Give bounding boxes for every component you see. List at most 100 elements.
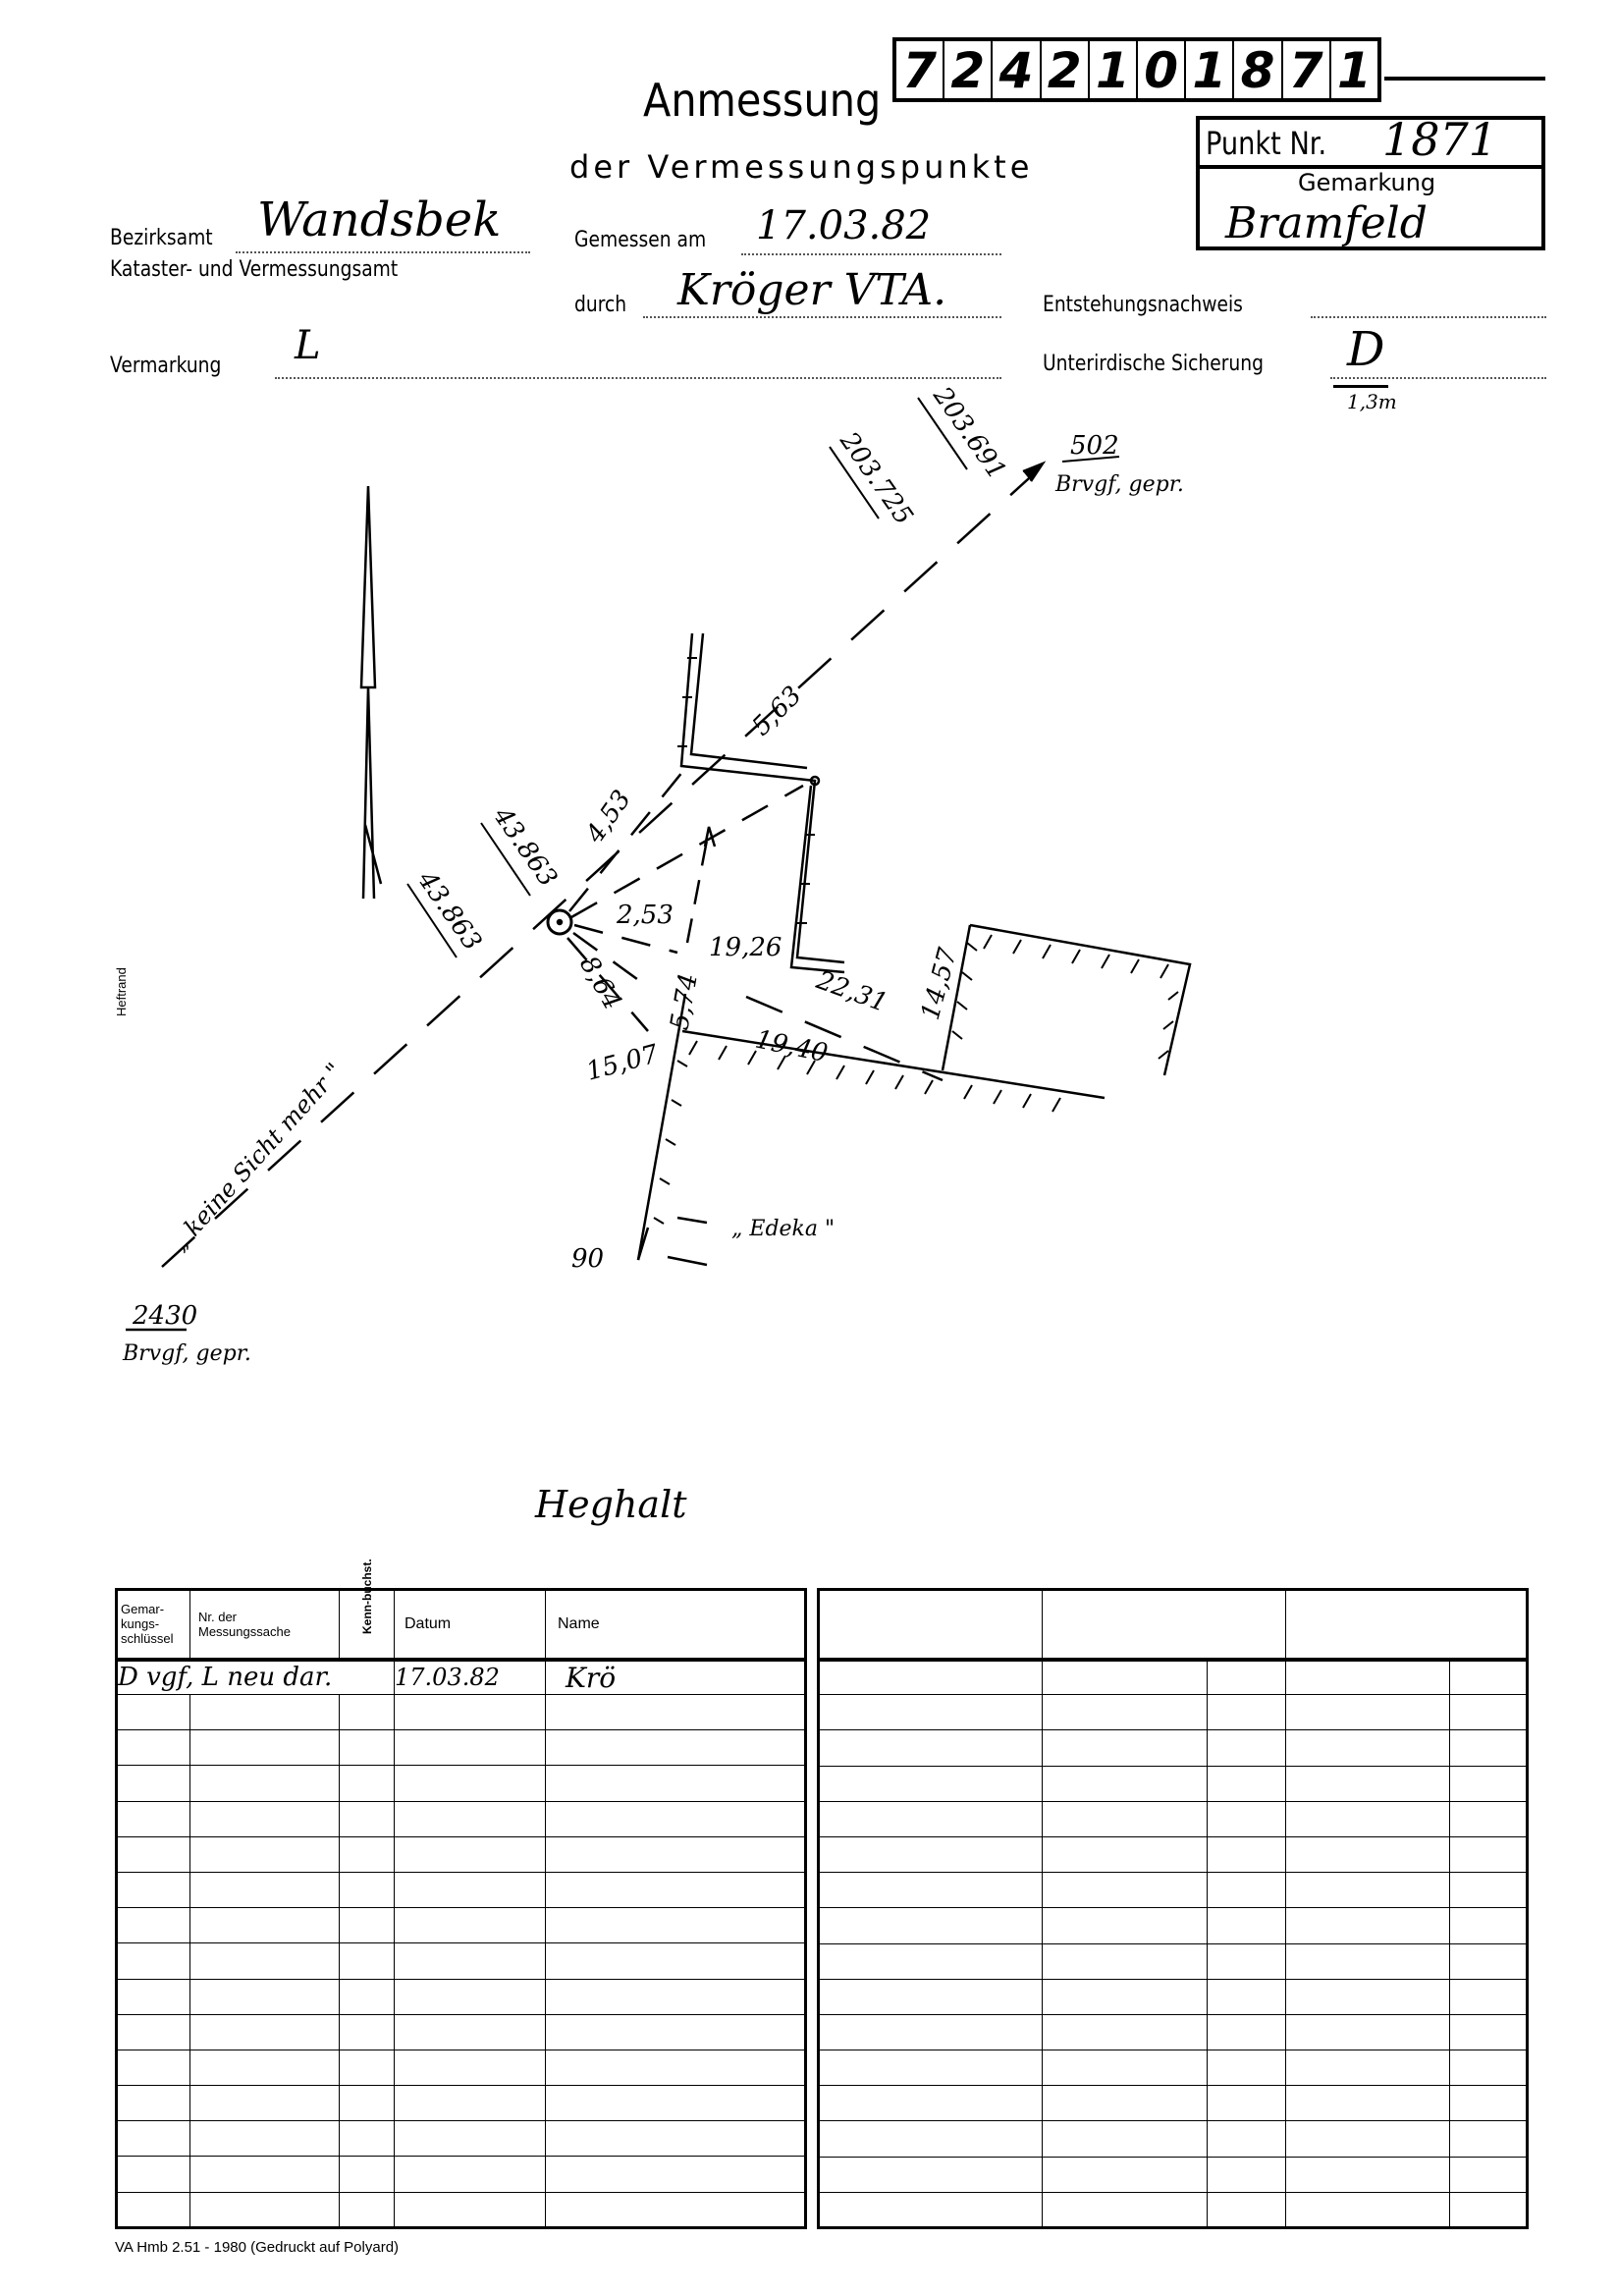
table-cell [545, 2049, 806, 2087]
table-cell [1207, 2050, 1286, 2087]
table-cell [1207, 1800, 1286, 1837]
table-cell [116, 1765, 190, 1802]
table-cell [116, 2013, 190, 2050]
table-cell [1285, 2120, 1450, 2158]
table-cell [1042, 1872, 1208, 1909]
table-cell [394, 1907, 546, 1944]
measure-864: 8,64 [573, 952, 627, 1015]
table-cell [818, 2013, 1043, 2051]
table-cell [189, 1729, 340, 1767]
table-cell [1042, 2013, 1208, 2051]
table-cell [116, 1942, 190, 1980]
table-row [116, 1871, 806, 1909]
table-cell [1207, 1978, 1286, 2015]
table-cell [1449, 1942, 1528, 1980]
table-cell [1207, 1729, 1286, 1767]
table-cell [818, 1658, 1043, 1696]
table-cell [394, 1729, 546, 1767]
table-cell [545, 1765, 806, 1802]
table-cell [1207, 1907, 1286, 1944]
table-cell [339, 1907, 395, 1944]
table-cell [1207, 1872, 1286, 1909]
table-cell [818, 2050, 1043, 2087]
entstehung-label: Entstehungsnachweis [1043, 293, 1243, 317]
vermarkung-label: Vermarkung [110, 354, 222, 378]
table-cell [545, 2191, 806, 2228]
table-row [818, 1729, 1528, 1767]
table-cell [818, 2156, 1043, 2193]
table-row [116, 1907, 806, 1944]
table-cell [818, 1729, 1043, 1767]
table-cell [394, 2191, 546, 2228]
table-cell [818, 1694, 1043, 1731]
table-cell [394, 1765, 546, 1802]
table-cell [1449, 2120, 1528, 2158]
table-cell [189, 1800, 340, 1837]
table-cell [1042, 1907, 1208, 1944]
table-row [818, 1978, 1528, 2015]
table-cell [1042, 1658, 1208, 1696]
table-cell [1285, 1835, 1450, 1874]
header-cell [818, 1589, 1043, 1660]
table-cell [1449, 1978, 1528, 2015]
table-cell [818, 1765, 1043, 1802]
table-cell [1042, 1942, 1208, 1980]
table-cell [394, 2049, 546, 2087]
table-cell [545, 1835, 806, 1873]
point-502: 502 [1070, 431, 1119, 461]
table-cell [1207, 2120, 1286, 2158]
table-cell [545, 1800, 806, 1837]
form-subtitle: der Vermessungspunkte [569, 148, 1034, 186]
sicherung-line [1330, 377, 1546, 379]
street-name: Heghalt [534, 1483, 687, 1526]
table-cell [1207, 1942, 1286, 1980]
table-row [116, 1729, 806, 1767]
cell-datum: 17.03.82 [394, 1659, 546, 1695]
table-cell [189, 2120, 340, 2158]
gemessen-value: 17.03.82 [756, 203, 932, 248]
table-cell [189, 1978, 340, 2015]
table-cell [339, 2085, 395, 2122]
table-row [818, 2156, 1528, 2193]
code-digit: 2 [944, 41, 994, 99]
ref-left-b: 43.863 [411, 865, 487, 957]
table-row [116, 2120, 806, 2158]
header-cell [1285, 1589, 1528, 1660]
gemessen-label: Gemessen am [574, 228, 707, 252]
table-cell [116, 2191, 190, 2228]
table-cell [1449, 1872, 1528, 1909]
table-cell [189, 1765, 340, 1802]
ref-top-a: 203.691 [927, 381, 1012, 485]
table-header-row [818, 1589, 1528, 1660]
table-cell [1285, 2085, 1450, 2122]
table-cell [1285, 1942, 1450, 1980]
measure-574: 5,74 [665, 971, 704, 1032]
code-rule [1384, 77, 1545, 81]
table-cell [1207, 2191, 1286, 2229]
bezirksamt-value: Wandsbek [257, 192, 502, 247]
table-cell [1449, 1658, 1528, 1696]
table-cell [1042, 1694, 1208, 1731]
table-cell [1207, 1835, 1286, 1874]
table-cell [545, 2085, 806, 2122]
table-cell [116, 1729, 190, 1767]
table-row [116, 1800, 806, 1837]
gemessen-line [741, 253, 1001, 255]
edeka-label: „ Edeka " [731, 1217, 835, 1241]
table-cell [1207, 2156, 1286, 2193]
punkt-label: Punkt Nr. [1206, 125, 1327, 162]
table-cell [189, 1835, 340, 1873]
sicherung-value: D [1347, 322, 1385, 377]
table-cell [818, 1978, 1043, 2015]
sicherung-depth: 1,3m [1347, 390, 1397, 413]
table-cell [116, 1800, 190, 1837]
table-cell [1449, 2191, 1528, 2229]
table-cell [339, 2049, 395, 2087]
punkt-value: 1871 [1382, 113, 1498, 166]
table-row [818, 1658, 1528, 1696]
code-digit: 1 [1337, 42, 1372, 99]
table-cell [1042, 2191, 1208, 2229]
code-digit: 7 [1283, 41, 1331, 99]
table-cell [1207, 1658, 1286, 1696]
